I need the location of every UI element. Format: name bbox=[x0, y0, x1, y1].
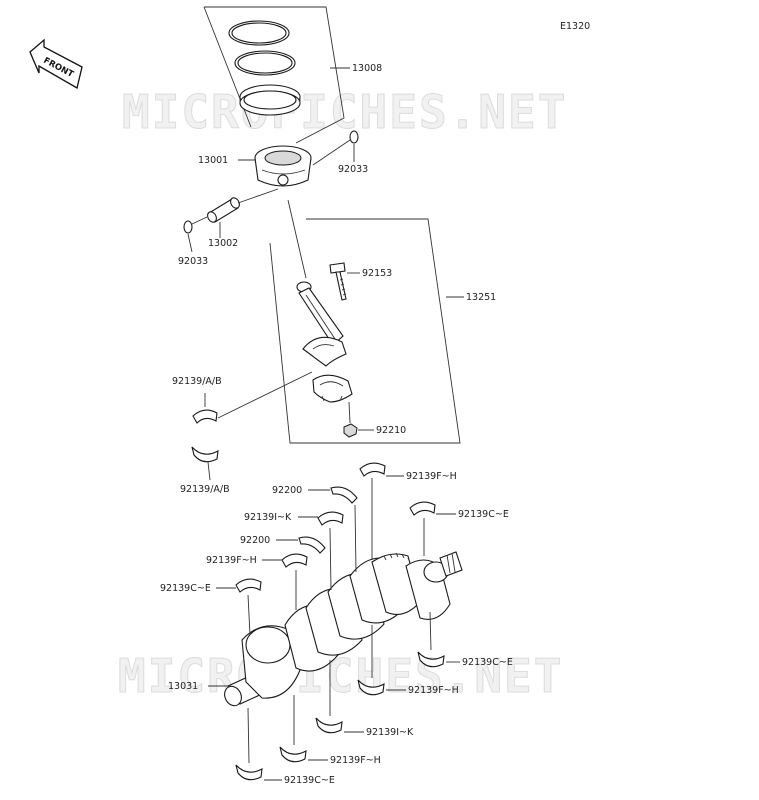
oil-ring bbox=[239, 84, 301, 116]
piston-group-box bbox=[204, 6, 345, 144]
main-bearing-ce-top-right bbox=[409, 501, 436, 516]
rod-bearing-lower bbox=[191, 446, 219, 463]
piston-pin-clip-left bbox=[183, 220, 193, 234]
main-bearing-ik-top bbox=[317, 511, 344, 526]
front-arrow-icon: FRONT bbox=[29, 38, 83, 90]
watermark-bottom: MICROFICHES.NET bbox=[118, 649, 563, 703]
label-13031: 13031 bbox=[168, 681, 198, 692]
label-92139FH-top: 92139F~H bbox=[406, 471, 457, 482]
label-92139IK-top: 92139I~K bbox=[244, 512, 292, 523]
rod-bearing-upper bbox=[192, 409, 218, 424]
label-92139CE-bottom: 92139C~E bbox=[284, 775, 335, 786]
label-92200-upper: 92200 bbox=[272, 485, 302, 496]
label-13008: 13008 bbox=[352, 63, 382, 74]
label-92139IK-bottom: 92139I~K bbox=[366, 727, 414, 738]
main-bearing-fh-mid bbox=[281, 553, 308, 568]
label-92200-lower: 92200 bbox=[240, 535, 270, 546]
label-13251: 13251 bbox=[466, 292, 496, 303]
label-92139CE-bottom-right: 92139C~E bbox=[462, 657, 513, 668]
label-92153: 92153 bbox=[362, 268, 392, 279]
label-92139FH-mid: 92139F~H bbox=[206, 555, 257, 566]
label-92139CE-left: 92139C~E bbox=[160, 583, 211, 594]
main-bearing-ce-bottom bbox=[235, 764, 263, 781]
piston-pin-clip-right bbox=[349, 130, 359, 144]
piston-pin bbox=[207, 197, 240, 223]
piston-ring-top bbox=[228, 20, 290, 46]
crankshaft bbox=[224, 551, 463, 707]
label-92139CE-top-right: 92139C~E bbox=[458, 509, 509, 520]
label-92139FH-bottom: 92139F~H bbox=[330, 755, 381, 766]
conrod-nut bbox=[343, 423, 358, 438]
watermark-top: MICROFICHES.NET bbox=[122, 85, 567, 139]
label-92139AB-upper: 92139/A/B bbox=[172, 376, 222, 387]
main-bearing-ce-bottom-right bbox=[417, 651, 445, 668]
main-bearing-fh-bottom-right bbox=[357, 679, 385, 696]
label-13002: 13002 bbox=[208, 238, 238, 249]
conrod-bolt bbox=[329, 262, 347, 301]
label-92139FH-bottom-right: 92139F~H bbox=[408, 685, 459, 696]
connecting-rod bbox=[296, 281, 347, 367]
main-bearing-ce-left bbox=[235, 578, 262, 593]
main-bearing-fh-bottom bbox=[279, 746, 307, 763]
conrod-cap bbox=[312, 374, 353, 403]
main-bearing-fh-top bbox=[359, 462, 386, 477]
thrust-washer-lower bbox=[298, 536, 326, 554]
thrust-washer-upper bbox=[330, 486, 358, 504]
main-bearing-ik-bottom bbox=[315, 717, 343, 734]
piston-ring-second bbox=[234, 50, 296, 76]
diagram-code: E1320 bbox=[560, 21, 590, 32]
label-13001: 13001 bbox=[198, 155, 228, 166]
conrod-group-box bbox=[269, 218, 461, 444]
piston bbox=[254, 145, 312, 187]
label-92033-right: 92033 bbox=[338, 164, 368, 175]
label-92033-left: 92033 bbox=[178, 256, 208, 267]
label-92210: 92210 bbox=[376, 425, 406, 436]
label-92139AB-lower: 92139/A/B bbox=[180, 484, 230, 495]
